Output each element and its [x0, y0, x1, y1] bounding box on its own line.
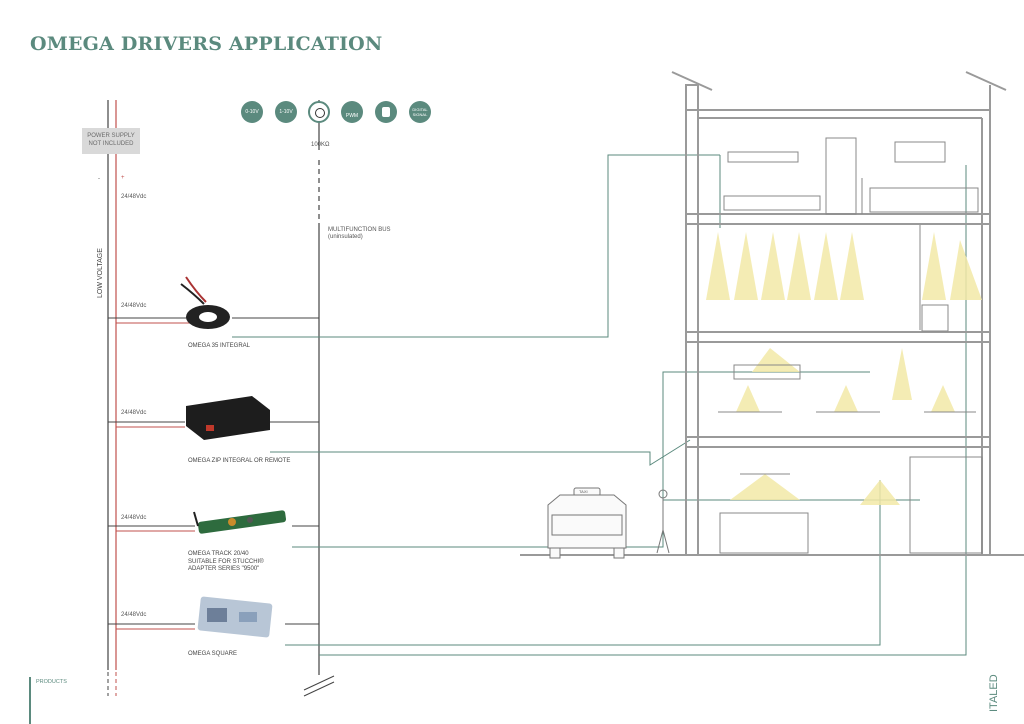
- power-supply-label: POWER SUPPLY NOT INCLUDED: [87, 133, 135, 147]
- potentiometer-value: 100KΩ: [311, 142, 330, 148]
- omega-track-image: [193, 510, 287, 534]
- footer-bar: [29, 677, 31, 724]
- omega-35-image: [180, 276, 230, 329]
- product-label: OMEGA 35 INTEGRAL: [188, 343, 251, 349]
- omega-square-image: [197, 596, 273, 638]
- dali-icon: DIGITAL SIGNAL: [409, 101, 431, 123]
- product-label: OMEGA TRACK 20/40 SUITABLE FOR STUCCHI® …: [188, 551, 264, 572]
- voltage-label: 24/48Vdc: [121, 303, 147, 309]
- pedestrian-figure: [656, 489, 670, 554]
- voltage-label: 24/48Vdc: [121, 194, 147, 200]
- pwm-icon: PWM: [341, 101, 363, 123]
- branch-omegasquare: [108, 623, 319, 630]
- product-label: OMEGA SQUARE: [188, 651, 238, 657]
- voltage-label: 24/48Vdc: [121, 515, 147, 521]
- bus-label: MULTIFUNCTION BUS (uninsulated): [328, 227, 391, 240]
- low-voltage-label: LOW VOLTAGE: [97, 248, 104, 298]
- branch-omegatrack: [108, 525, 319, 532]
- light-cones: [706, 232, 982, 505]
- page-title: OMEGA DRIVERS APPLICATION: [30, 33, 383, 55]
- push-button-icon: [375, 101, 397, 123]
- dimmer-0-10v-icon: 0-10V: [241, 101, 263, 123]
- product-label: OMEGA ZIP INTEGRAL OR REMOTE: [188, 458, 291, 464]
- footer-section-label: PRODUCTS: [36, 679, 67, 685]
- omega-zip-image: [186, 396, 270, 440]
- furniture: [718, 137, 983, 554]
- voltage-label: 24/48Vdc: [121, 410, 147, 416]
- polarity-plus: +: [121, 175, 125, 181]
- brand-logo: ITALED: [988, 674, 1000, 712]
- branch-omegazip: [108, 421, 319, 428]
- polarity-minus: -: [98, 176, 100, 182]
- dimmer-1-10v-icon: 1-10V: [275, 101, 297, 123]
- voltage-label: 24/48Vdc: [121, 612, 147, 618]
- taxi-car: [547, 487, 627, 559]
- potentiometer-icon: [308, 101, 330, 123]
- taxi-sign: TAXI: [579, 489, 588, 494]
- branch-omega35: [108, 317, 319, 324]
- power-supply-box: POWER SUPPLY NOT INCLUDED: [82, 128, 140, 154]
